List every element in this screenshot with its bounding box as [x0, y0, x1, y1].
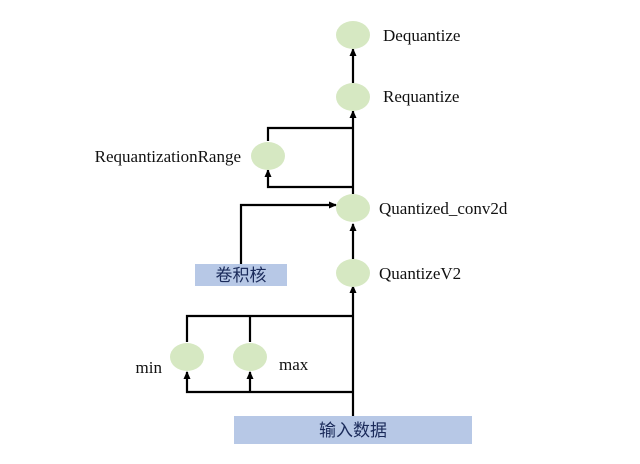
edge-conv-to-range: [264, 169, 353, 189]
label-dequantize: Dequantize: [383, 26, 460, 45]
edge-range-to-trunk: [266, 126, 353, 141]
node-quantized-conv2d: [336, 194, 370, 222]
node-requantize: [336, 83, 370, 111]
label-requantization-range: RequantizationRange: [95, 147, 241, 166]
nodes: [170, 21, 370, 371]
node-max: [233, 343, 267, 371]
input-data-box: [234, 416, 472, 444]
connectors: [183, 48, 357, 416]
edge-kernel-to-conv: [239, 201, 337, 264]
node-dequantize: [336, 21, 370, 49]
node-quantize-v2: [336, 259, 370, 287]
label-quantize-v2: QuantizeV2: [379, 264, 461, 283]
kernel-box: [195, 264, 287, 286]
label-quantized-conv2d: Quantized_conv2d: [379, 199, 508, 218]
label-min: min: [136, 358, 163, 377]
input-data-label: 输入数据: [319, 421, 387, 441]
edge-top-branch: [185, 314, 353, 342]
node-min: [170, 343, 204, 371]
node-requantization-range: [251, 142, 285, 170]
label-max: max: [279, 355, 309, 374]
label-requantize: Requantize: [383, 87, 459, 106]
edge-input-bottom-branch: [183, 371, 353, 394]
kernel-label: 卷积核: [216, 266, 267, 286]
